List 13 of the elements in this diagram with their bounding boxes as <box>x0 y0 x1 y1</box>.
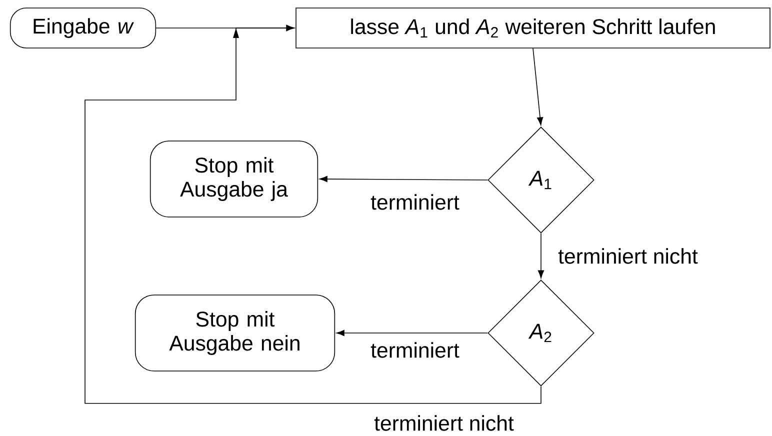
stop-terminal: Stop mit Ausgabe ja <box>150 140 318 218</box>
edge-label: terminiert <box>370 342 460 358</box>
arrow <box>538 233 544 278</box>
entry-terminal: Eingabe w <box>10 8 156 48</box>
edge-label: terminiert nicht <box>558 248 698 264</box>
process-box: lasse A$_{1}$ und A$_{2}$ weiteren Schritt laufen <box>296 8 770 48</box>
arrow <box>319 176 488 182</box>
edge-label: terminiert nicht <box>374 415 514 431</box>
arrow <box>532 48 544 126</box>
stop-terminal: Stop mit Ausgabe nein <box>134 294 336 372</box>
arrow <box>336 330 488 336</box>
edge-label: terminiert <box>370 194 460 210</box>
loop-arrow <box>84 24 542 404</box>
